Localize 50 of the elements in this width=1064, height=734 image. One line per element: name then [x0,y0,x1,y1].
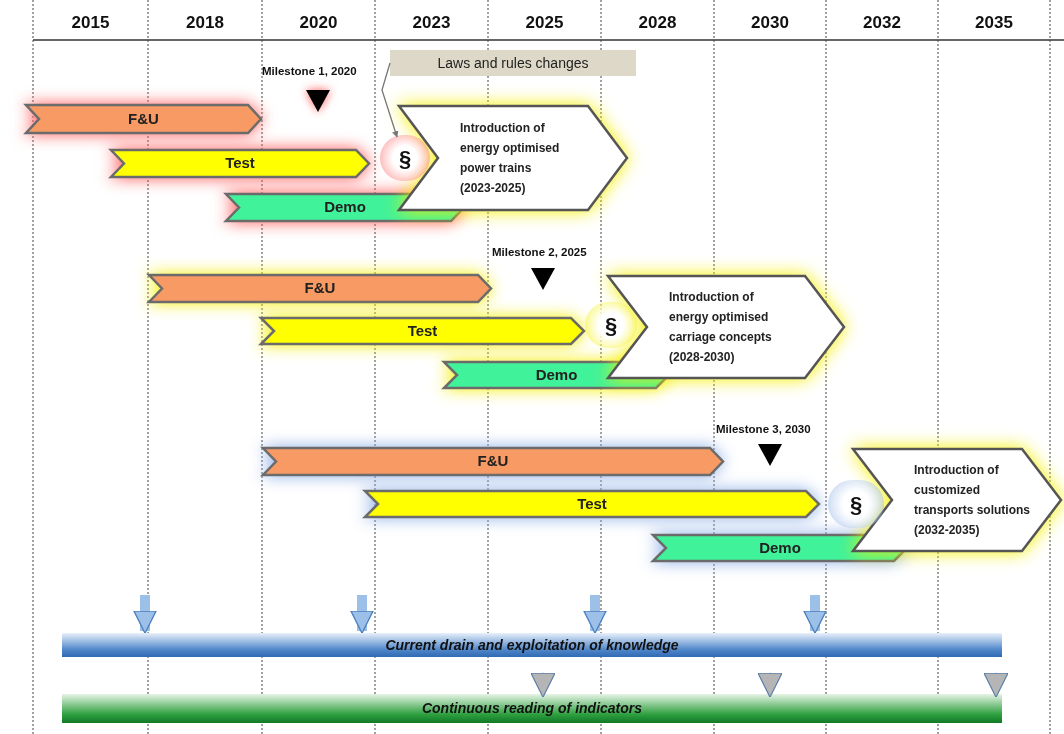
phase-bar [148,274,492,303]
introduction-text: Introduction of customized transports solutions (2032-2035) [914,462,1031,539]
year-label: 2032 [862,12,902,34]
phase-bar [364,490,820,518]
phase-bar [25,104,262,134]
milestone-label: Milestone 1, 2020 [262,64,357,79]
block-arrow [583,595,607,634]
phase-label: F&U [477,451,509,472]
phase-bar [260,317,585,345]
introduction-text: Introduction of energy optimised power trains (2023-2025) [460,120,561,197]
year-label: 2025 [524,12,565,34]
triangle-marker [983,671,1009,698]
leader-line [381,62,399,138]
milestone-label: Milestone 2, 2025 [492,245,587,260]
phase-label: Test [577,493,607,514]
phase-bar [262,447,724,476]
phase-label: Test [225,153,255,174]
triangle-marker [530,671,556,698]
year-label: 2030 [750,12,790,34]
phase-label: Demo [535,364,578,385]
introduction-text: Introduction of energy optimised carriage concepts (2028-2030) [669,289,773,366]
phase-label: Test [407,320,438,341]
band-label: Current drain and exploitation of knowledge [385,635,679,655]
paragraph-sign: § [604,311,618,340]
year-label: 2035 [974,12,1014,34]
phase-label: F&U [304,278,336,299]
introduction-pentagon [607,275,845,379]
year-label: 2028 [637,12,678,34]
introduction-pentagon [398,105,628,211]
triangle-marker [757,671,783,698]
year-label: 2023 [411,12,452,34]
paragraph-sign: § [398,144,412,173]
phase-label: Demo [324,197,366,218]
callout-box [390,50,636,76]
timeline-band [62,633,1002,657]
timeline-band [62,694,1002,723]
block-arrow [350,595,374,634]
block-arrow [803,595,827,634]
year-label: 2020 [298,12,339,34]
year-label: 2018 [185,12,225,34]
block-arrow [133,595,157,634]
phase-bar [110,149,370,178]
callout-text: Laws and rules changes [437,53,589,73]
band-label: Continuous reading of indicators [421,699,643,718]
phase-label: Demo [759,537,801,558]
paragraph-sign: § [849,490,863,519]
year-label: 2015 [70,12,111,34]
milestone-label: Milestone 3, 2030 [716,422,811,437]
introduction-pentagon [852,448,1062,552]
phase-label: F&U [128,108,159,129]
